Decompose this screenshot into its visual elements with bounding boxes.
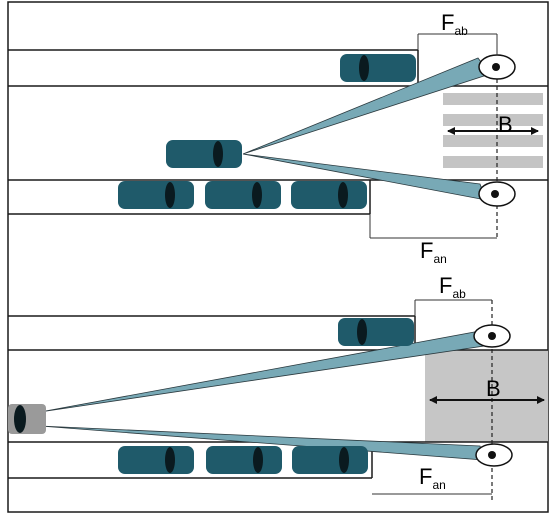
car <box>340 54 416 82</box>
pedestrian-top <box>478 54 516 80</box>
fab-label: Fab <box>441 10 468 38</box>
bottom-panel: B Fab Fan <box>8 273 548 500</box>
observer-car <box>8 404 46 434</box>
pedestrian-bottom <box>478 181 516 207</box>
fab-label: Fab <box>439 273 466 301</box>
fan-label: Fan <box>420 238 447 266</box>
pedestrian-top <box>473 324 511 348</box>
car <box>205 181 281 209</box>
fan-label: Fan <box>419 464 446 492</box>
car <box>206 446 282 474</box>
car <box>291 181 367 209</box>
car <box>118 181 194 209</box>
figure-frame <box>7 1 549 513</box>
car <box>118 446 194 474</box>
car <box>338 318 414 346</box>
crosswalk-stripes <box>443 93 543 168</box>
top-panel: B Fab Fan <box>8 10 548 266</box>
sight-cone-upper <box>39 330 485 413</box>
car <box>292 446 368 474</box>
width-label: B <box>498 112 513 137</box>
width-label: B <box>486 376 501 401</box>
pedestrian-bottom <box>475 443 513 467</box>
car <box>166 140 242 168</box>
